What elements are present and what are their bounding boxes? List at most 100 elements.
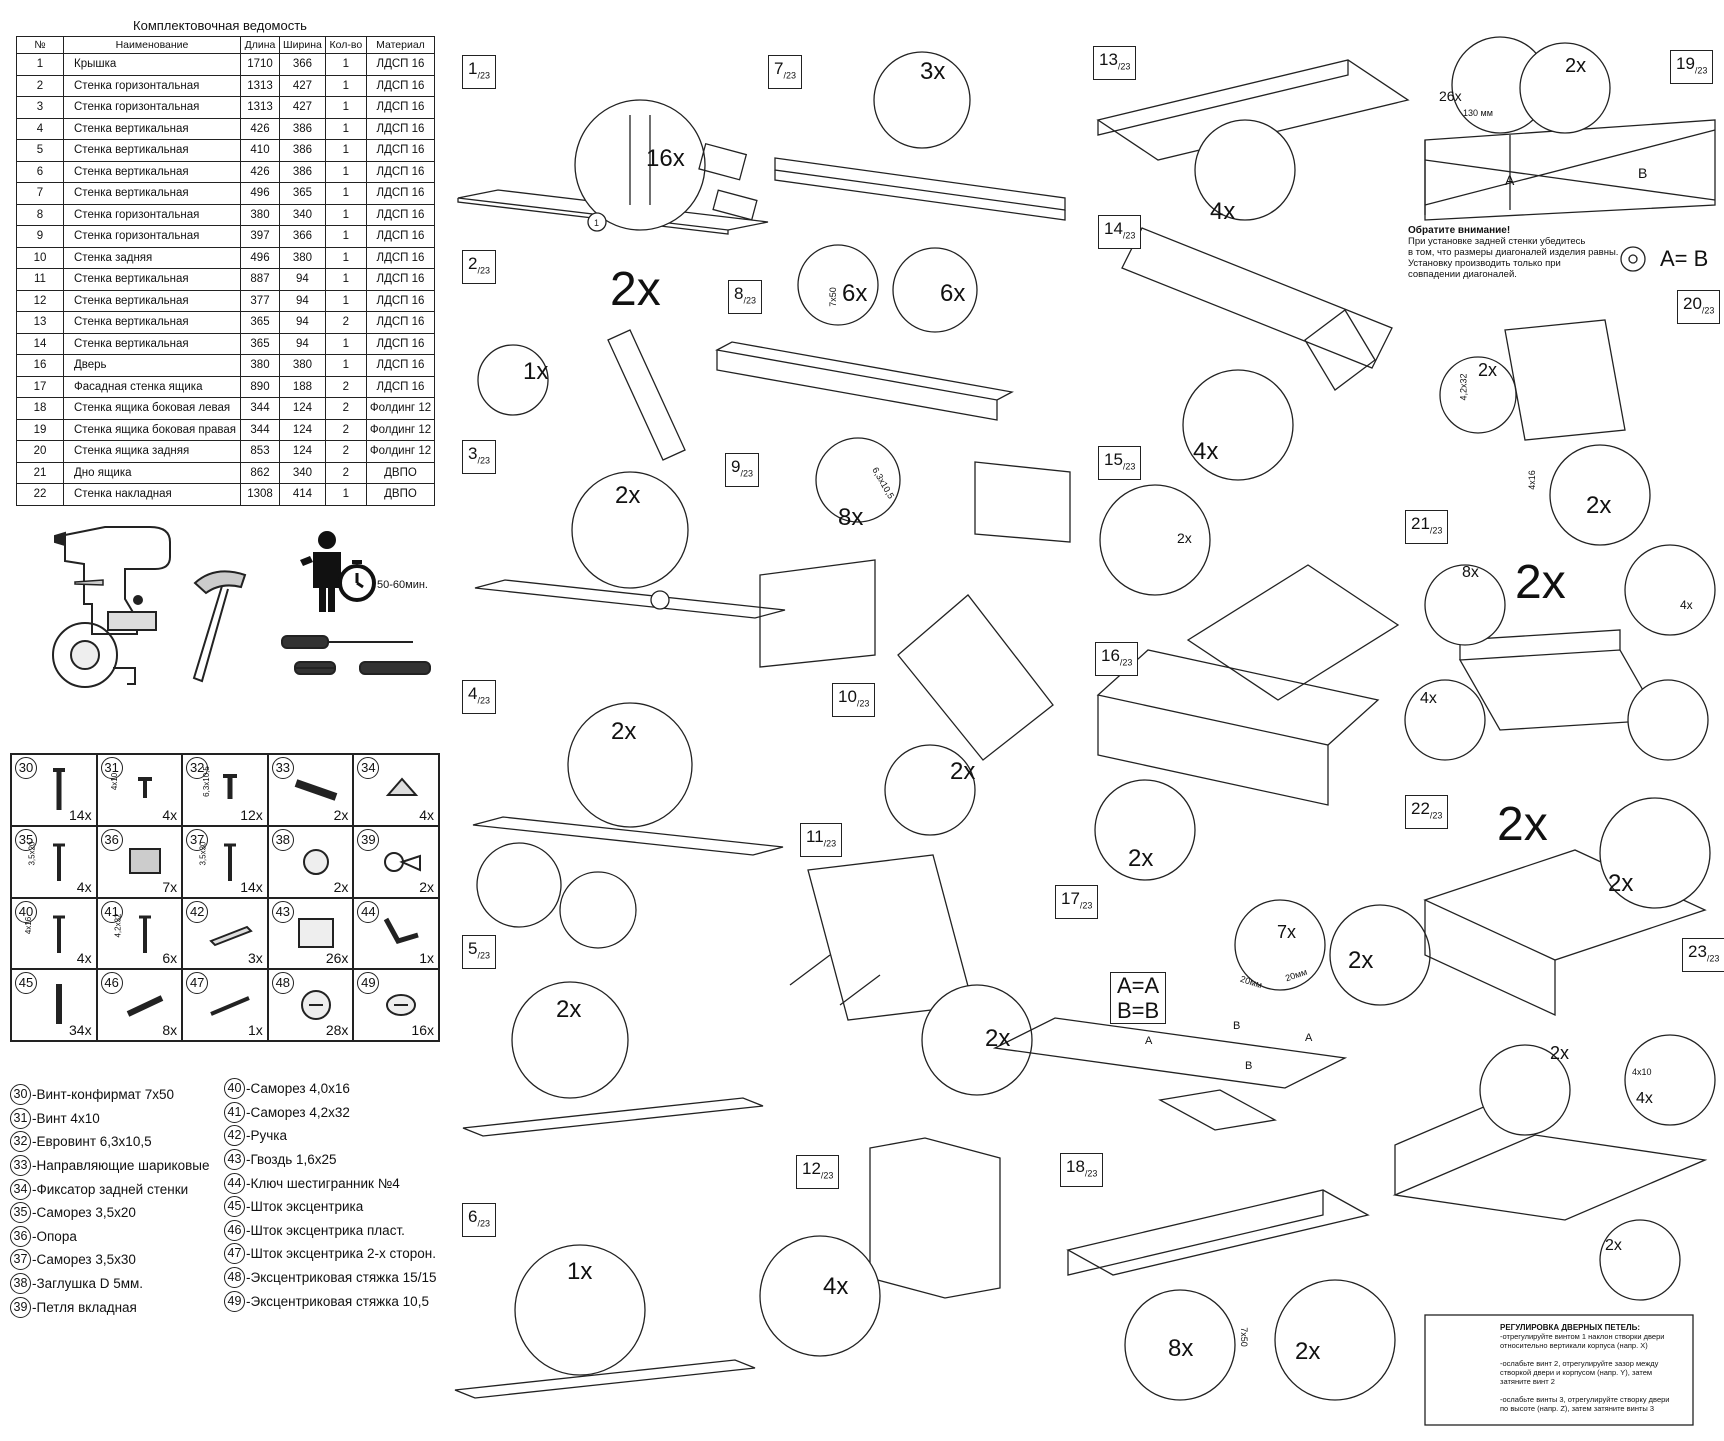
cell-width: 94 xyxy=(279,311,326,334)
qty-s5: 2x xyxy=(556,996,582,1023)
cell-name: Стенка вертикальная xyxy=(63,268,241,291)
legend-text: -Эксцентриковая стяжка 10,5 xyxy=(246,1293,429,1309)
cell-material: ЛДСП 16 xyxy=(365,268,436,291)
cell-number: 13 xyxy=(16,311,64,334)
screw-short-icon xyxy=(137,777,152,798)
cell-name: Стенка вертикальная xyxy=(63,289,241,312)
cell-length: 344 xyxy=(240,397,280,420)
cell-length: 397 xyxy=(240,225,280,248)
qty-s17a: 7x xyxy=(1277,922,1297,942)
cell-number: 9 xyxy=(16,225,64,248)
legend-item-41: 41-Саморез 4,2х32 xyxy=(224,1101,436,1125)
cell-number: 6 xyxy=(16,160,64,183)
col-number: № xyxy=(16,36,64,54)
qty-s12: 4x xyxy=(823,1273,849,1300)
hardware-qty: 2x xyxy=(333,806,349,823)
tape-measure-icon xyxy=(52,622,136,688)
plug-icon xyxy=(302,848,329,875)
cell-material: ДВПО xyxy=(365,483,436,506)
legend-number: 48 xyxy=(224,1267,245,1289)
cell-length: 496 xyxy=(240,182,280,205)
dim-a-right: A xyxy=(1305,1032,1313,1044)
label-20mm-b: 20мм xyxy=(1284,966,1309,984)
hardware-qty: 4x xyxy=(419,806,434,823)
screw-icon xyxy=(138,915,151,953)
hammer-icon xyxy=(192,570,247,683)
cell-name: Дно ящика xyxy=(63,461,241,484)
col-width: Ширина xyxy=(279,36,326,54)
hardware-size: 4x16 xyxy=(24,916,34,934)
cell-width: 188 xyxy=(279,375,326,398)
step-12: 12/23 xyxy=(796,1155,840,1190)
cell-number: 22 xyxy=(16,483,64,506)
cell-number: 7 xyxy=(16,182,64,205)
col-name: Наименование xyxy=(63,36,241,54)
hardware-number: 39 xyxy=(357,828,380,851)
cell-qty: 1 xyxy=(324,225,367,248)
cell-name: Стенка горизонтальная xyxy=(63,96,241,119)
diagonal-attention-note: Обратите внимание! При установке задней … xyxy=(1408,225,1619,280)
cell-qty: 1 xyxy=(324,268,367,291)
cell-width: 94 xyxy=(279,268,326,291)
step-21: 21/23 xyxy=(1405,510,1449,545)
cell-length: 496 xyxy=(240,246,280,269)
hardware-number: 34 xyxy=(357,757,380,779)
cell-width: 380 xyxy=(279,354,326,377)
hardware-number: 38 xyxy=(271,828,294,851)
cell-qty: 2 xyxy=(324,461,367,484)
label-4x16-s20: 4x16 xyxy=(1526,470,1537,490)
cam-stem-icon xyxy=(56,984,62,1025)
cell-qty: 1 xyxy=(324,332,367,355)
cell-name: Стенка ящика боковая левая xyxy=(63,397,241,420)
hardware-number: 37 xyxy=(186,828,209,851)
plastic-stem-icon xyxy=(126,995,163,1017)
cell-length: 380 xyxy=(240,203,280,226)
screw-long-icon xyxy=(53,768,65,810)
hardware-qty: 4x xyxy=(76,878,92,895)
step-14: 14/23 xyxy=(1098,215,1142,250)
repeat-2x-step2: 2x xyxy=(610,263,661,316)
screw-icon xyxy=(224,843,237,881)
cell-material: ЛДСП 16 xyxy=(365,354,436,377)
hinge-note-line: -ослабьте винты 3, отрегулируйте створку… xyxy=(1500,1395,1670,1404)
legend-number: 37 xyxy=(10,1249,31,1271)
cell-number: 19 xyxy=(16,418,64,441)
cell-length: 1313 xyxy=(240,74,280,97)
legend-item-33: 33-Направляющие шариковые xyxy=(10,1154,210,1178)
qty-s10: 2x xyxy=(950,758,976,785)
hinge-note-line: относительно вертикали корпуса (напр. X) xyxy=(1500,1341,1648,1350)
qty-s15: 2x xyxy=(1177,530,1192,546)
cell-name: Стенка ящика задняя xyxy=(63,440,241,463)
hardware-qty: 6x xyxy=(162,950,178,967)
legend-item-45: 45-Шток эксцентрика xyxy=(224,1195,436,1219)
cell-width: 386 xyxy=(279,139,326,162)
legend-item-37: 37-Саморез 3,5х30 xyxy=(10,1248,210,1272)
cell-qty: 1 xyxy=(324,182,367,205)
legend-number: 34 xyxy=(10,1178,31,1200)
table-header-row: № Наименование Длина Ширина Кол-во Матер… xyxy=(16,36,436,54)
cell-length: 410 xyxy=(240,139,280,162)
legend-item-31: 31-Винт 4х10 xyxy=(10,1107,210,1131)
step-18: 18/23 xyxy=(1060,1153,1104,1188)
cell-length: 426 xyxy=(240,117,280,140)
attention-title: Обратите внимание! xyxy=(1408,225,1511,236)
cell-width: 427 xyxy=(279,74,326,97)
cell-name: Стенка горизонтальная xyxy=(63,203,241,226)
legend-text: -Гвоздь 1,6х25 xyxy=(246,1152,337,1168)
cell-width: 386 xyxy=(279,117,326,140)
legend-text: -Фиксатор задней стенки xyxy=(32,1181,189,1197)
cell-width: 366 xyxy=(279,225,326,248)
cell-material: Фолдинг 12 xyxy=(365,440,436,463)
hardware-qty: 2x xyxy=(419,878,434,895)
cell-number: 4 xyxy=(16,117,64,140)
legend-text: -Направляющие шариковые xyxy=(32,1158,210,1174)
legend-text: -Заглушка D 5мм. xyxy=(32,1276,144,1292)
screw-icon xyxy=(53,843,65,881)
